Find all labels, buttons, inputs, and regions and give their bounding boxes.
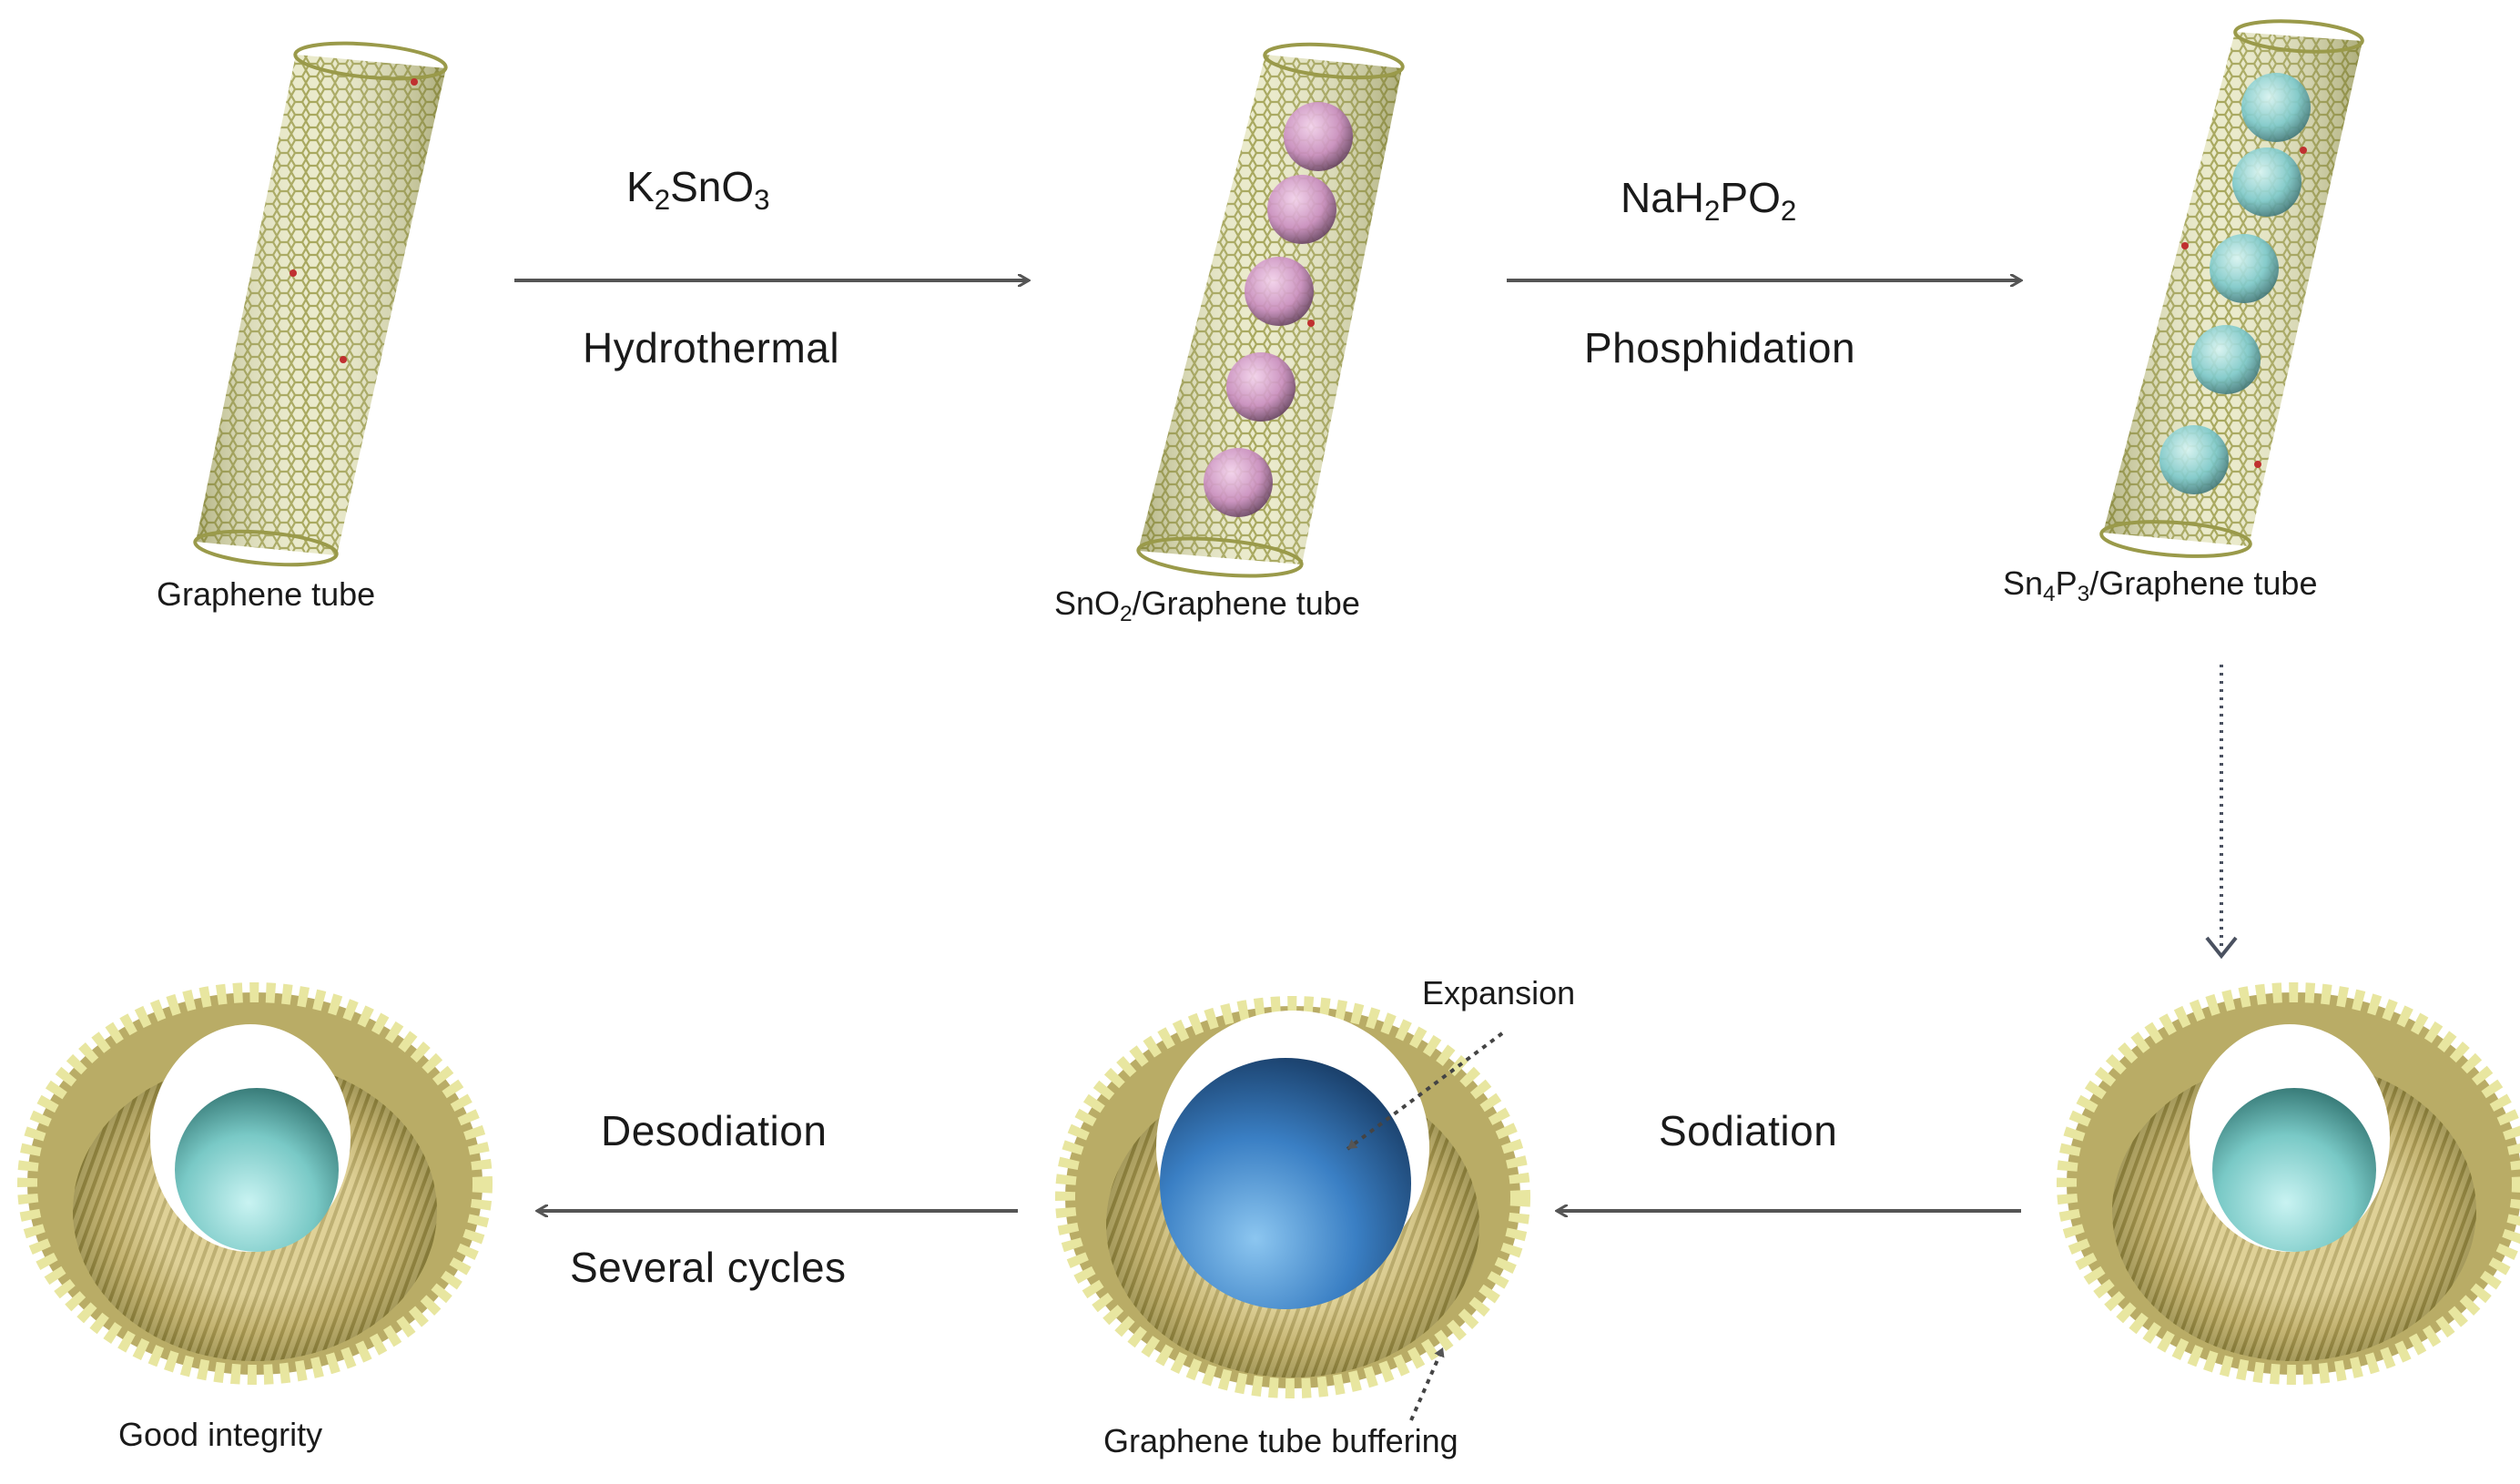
process-sodiation-label: Sodiation	[1659, 1107, 1838, 1154]
sn4p3-particle-icon	[2241, 73, 2311, 142]
sno2-particle-icon	[1245, 257, 1314, 326]
graphene-tube-icon	[193, 41, 448, 567]
sno2-particle-icon	[1284, 102, 1353, 171]
expanded-sphere-icon	[1160, 1058, 1411, 1309]
cross-section-sn4p3-icon	[2057, 982, 2520, 1385]
process-hydrothermal-label: Hydrothermal	[583, 324, 840, 371]
sphere-icon	[2212, 1088, 2376, 1252]
reagent-k2sno3-label: K2SnO3	[626, 163, 770, 216]
cross-section-recovered-icon	[17, 982, 493, 1385]
caption-sn4p3-graphene-tube: Sn4P3/Graphene tube	[2003, 564, 2318, 606]
process-phosphidation-label: Phosphidation	[1584, 324, 1856, 371]
sno2-particle-icon	[1204, 448, 1273, 517]
sn4p3-graphene-tube-icon	[2099, 19, 2364, 558]
caption-graphene-tube: Graphene tube	[157, 575, 376, 613]
expansion-pointer	[1346, 1032, 1504, 1151]
caption-good-integrity: Good integrity	[118, 1416, 323, 1453]
sn4p3-particle-icon	[2159, 425, 2229, 494]
buffering-pointer	[1409, 1347, 1445, 1421]
annotation-graphene-tube-buffering: Graphene tube buffering	[1103, 1422, 1458, 1459]
process-desodiation-label: Desodiation	[601, 1107, 828, 1154]
sno2-graphene-tube-icon	[1136, 42, 1405, 578]
sn4p3-particle-icon	[2232, 147, 2302, 217]
cross-section-expanded-icon	[1055, 996, 1530, 1398]
sn4p3-particle-icon	[2191, 325, 2261, 394]
reagent-nah2po2-label: NaH2PO2	[1621, 174, 1797, 227]
sphere-icon	[175, 1088, 339, 1252]
sno2-particle-icon	[1226, 352, 1296, 422]
process-several-cycles-label: Several cycles	[570, 1244, 847, 1291]
sno2-particle-icon	[1267, 175, 1336, 244]
arrow-down-icon	[2205, 936, 2238, 960]
sn4p3-particle-icon	[2210, 234, 2279, 303]
caption-sno2-graphene-tube: SnO2/Graphene tube	[1054, 584, 1360, 626]
annotation-expansion: Expansion	[1422, 974, 1576, 1011]
